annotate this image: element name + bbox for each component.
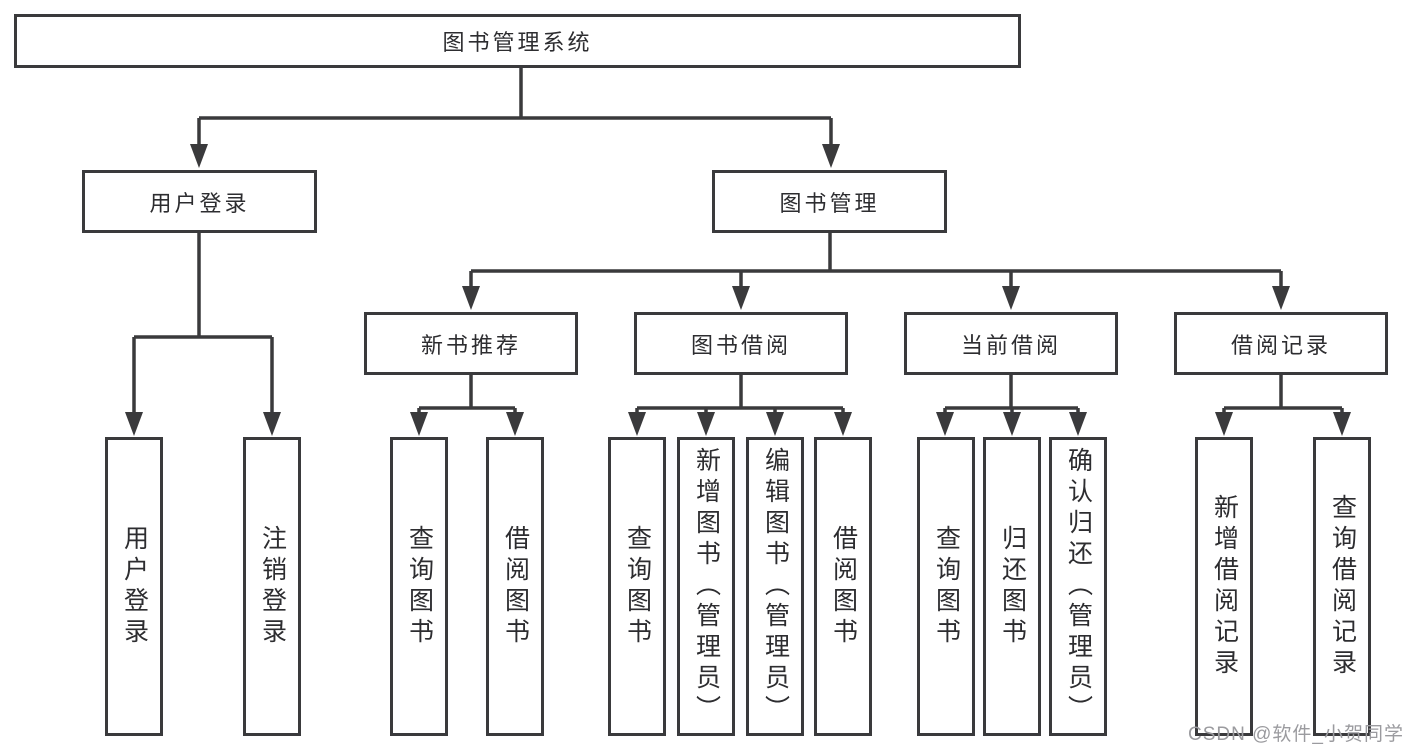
arrowhead-bb-borrow	[834, 412, 852, 436]
connector-new-book-rec-branch	[417, 375, 517, 414]
arrowhead-cb-return	[1003, 412, 1021, 436]
node-borrow-record-label: 借阅记录	[1230, 332, 1331, 358]
node-book-mgmt-branch-label: 图书管理	[779, 190, 880, 216]
node-leaf-bb-query-books: 查询图书	[608, 437, 666, 736]
node-leaf-cb-return-books: 归还图书	[983, 437, 1041, 736]
node-leaf-br-query-record-label: 查询借阅记录	[1328, 493, 1357, 680]
node-leaf-cb-confirm-return-admin: 确认归还（管理员）	[1049, 437, 1107, 736]
node-leaf-bb-add-books-admin-label: 新增图书（管理员）	[692, 447, 721, 726]
connector-book-mgmt-branch	[469, 233, 1283, 288]
connector-user-login-branch	[132, 233, 274, 414]
arrowhead-borrow-record	[1272, 286, 1290, 310]
node-leaf-bb-edit-books-admin-label: 编辑图书（管理员）	[761, 447, 790, 726]
arrowhead-user-login	[190, 144, 208, 168]
node-leaf-user-login-label: 用户登录	[120, 524, 149, 649]
node-leaf-bb-borrow-books: 借阅图书	[814, 437, 872, 736]
arrowhead-bb-add	[697, 412, 715, 436]
node-new-book-rec-label: 新书推荐	[420, 332, 521, 358]
node-leaf-br-add-record-label: 新增借阅记录	[1210, 493, 1239, 680]
node-root: 图书管理系统	[14, 14, 1021, 68]
node-leaf-nbr-query-books-label: 查询图书	[405, 524, 434, 649]
node-leaf-bb-borrow-books-label: 借阅图书	[829, 524, 858, 649]
arrowhead-new-book-rec	[462, 286, 480, 310]
node-leaf-nbr-borrow-books: 借阅图书	[486, 437, 544, 736]
node-new-book-rec: 新书推荐	[364, 312, 578, 375]
node-leaf-logout-label: 注销登录	[258, 524, 287, 649]
arrowhead-login-leaf	[125, 412, 143, 436]
arrowhead-br-query	[1333, 412, 1351, 436]
arrowhead-cb-confirm	[1069, 412, 1087, 436]
node-leaf-cb-confirm-return-admin-label: 确认归还（管理员）	[1064, 447, 1093, 726]
arrowhead-current-borrow	[1002, 286, 1020, 310]
connector-root-to-level2	[197, 68, 833, 146]
node-borrow-record: 借阅记录	[1174, 312, 1388, 375]
arrowhead-nbr-borrow	[506, 412, 524, 436]
arrowhead-cb-query	[936, 412, 954, 436]
arrowhead-nbr-query	[410, 412, 428, 436]
node-leaf-cb-query-books-label: 查询图书	[932, 524, 961, 649]
connector-current-borrow-branch	[943, 375, 1080, 414]
arrowhead-br-add	[1215, 412, 1233, 436]
node-leaf-nbr-borrow-books-label: 借阅图书	[501, 524, 530, 649]
node-leaf-cb-query-books: 查询图书	[917, 437, 975, 736]
connector-book-borrow-branch	[635, 375, 845, 414]
node-current-borrow: 当前借阅	[904, 312, 1118, 375]
node-leaf-bb-query-books-label: 查询图书	[623, 524, 652, 649]
node-leaf-br-query-record: 查询借阅记录	[1313, 437, 1371, 736]
connector-borrow-record-branch	[1222, 375, 1344, 414]
node-leaf-br-add-record: 新增借阅记录	[1195, 437, 1253, 736]
arrowhead-book-borrow	[732, 286, 750, 310]
node-leaf-logout: 注销登录	[243, 437, 301, 736]
arrowhead-logout-leaf	[263, 412, 281, 436]
arrowhead-book-mgmt	[822, 144, 840, 168]
node-book-borrow-label: 图书借阅	[690, 332, 791, 358]
node-leaf-bb-add-books-admin: 新增图书（管理员）	[677, 437, 735, 736]
node-leaf-bb-edit-books-admin: 编辑图书（管理员）	[746, 437, 804, 736]
node-book-borrow: 图书借阅	[634, 312, 848, 375]
node-leaf-user-login: 用户登录	[105, 437, 163, 736]
node-user-login-branch-label: 用户登录	[149, 190, 250, 216]
arrowhead-bb-query	[628, 412, 646, 436]
watermark: CSDN @软件_小贺同学	[1188, 724, 1404, 745]
node-root-label: 图书管理系统	[442, 30, 593, 55]
node-user-login-branch: 用户登录	[82, 170, 317, 233]
node-book-mgmt-branch: 图书管理	[712, 170, 947, 233]
arrowhead-bb-edit	[766, 412, 784, 436]
node-leaf-cb-return-books-label: 归还图书	[998, 524, 1027, 649]
node-current-borrow-label: 当前借阅	[960, 332, 1061, 358]
node-leaf-nbr-query-books: 查询图书	[390, 437, 448, 736]
